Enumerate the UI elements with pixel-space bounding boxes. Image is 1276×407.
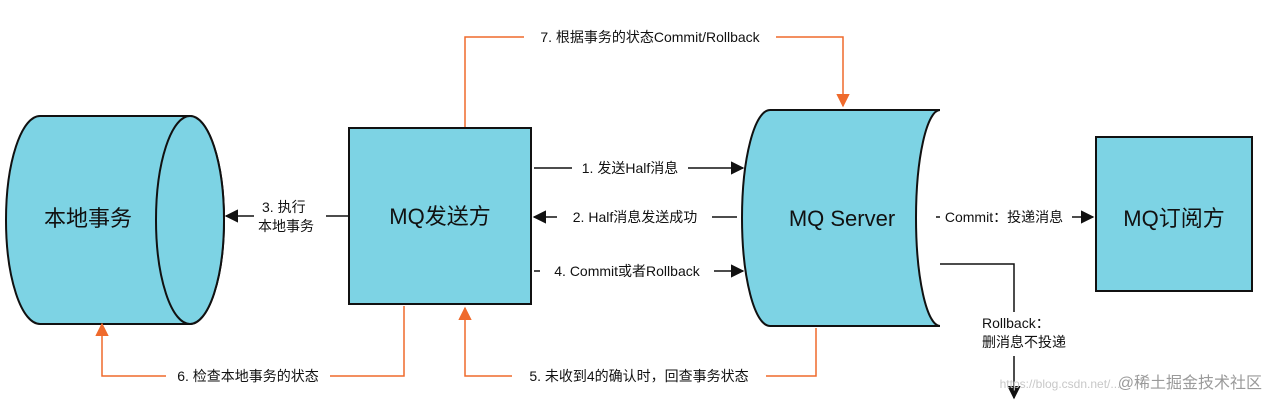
mq-server-label: MQ Server xyxy=(789,206,895,231)
edge-commit-rollback-by-state: 7. 根据事务的状态Commit/Rollback xyxy=(464,29,850,127)
edge-rollback-label-2: 删消息不投递 xyxy=(982,334,1066,350)
edge-commit-or-rollback: 4. Commit或者Rollback xyxy=(534,263,745,279)
edge-send-half: 1. 发送Half消息 xyxy=(534,160,745,176)
edge-exec-local: 3. 执行 本地事务 xyxy=(224,199,348,234)
edge-exec-local-label-1: 3. 执行 xyxy=(262,199,306,215)
edge-no-ack-check: 5. 未收到4的确认时，回查事务状态 xyxy=(458,306,817,384)
edge-rollback-label-1: Rollback： xyxy=(982,315,1050,331)
edge-half-success: 2. Half消息发送成功 xyxy=(532,209,737,225)
watermark-faint-url: https://blog.csdn.net/... xyxy=(1000,377,1121,391)
local-transaction-node: 本地事务 xyxy=(5,115,225,325)
edge-check-local: 6. 检查本地事务的状态 xyxy=(95,306,405,384)
watermark-text: @稀土掘金技术社区 xyxy=(1118,374,1262,392)
mq-subscriber-label: MQ订阅方 xyxy=(1123,206,1224,231)
edge-send-half-label: 1. 发送Half消息 xyxy=(582,160,678,176)
edge-check-local-label: 6. 检查本地事务的状态 xyxy=(177,368,319,384)
edge-commit-deliver-label: Commit：投递消息 xyxy=(945,209,1063,225)
edge-exec-local-label-2: 本地事务 xyxy=(258,218,314,234)
edge-rollback: Rollback： 删消息不投递 xyxy=(940,263,1066,400)
edge-commit-deliver: Commit：投递消息 xyxy=(936,209,1095,225)
edge-commit-or-rollback-label: 4. Commit或者Rollback xyxy=(554,263,700,279)
mq-server-node: MQ Server xyxy=(741,109,941,327)
edge-commit-rollback-by-state-label: 7. 根据事务的状态Commit/Rollback xyxy=(540,29,760,45)
mq-sender-label: MQ发送方 xyxy=(389,204,490,229)
edge-no-ack-check-label: 5. 未收到4的确认时，回查事务状态 xyxy=(529,368,748,384)
local-transaction-label: 本地事务 xyxy=(44,206,132,231)
mq-sender-node: MQ发送方 xyxy=(348,127,532,305)
edge-half-success-label: 2. Half消息发送成功 xyxy=(573,209,697,225)
mq-subscriber-node: MQ订阅方 xyxy=(1095,136,1253,292)
